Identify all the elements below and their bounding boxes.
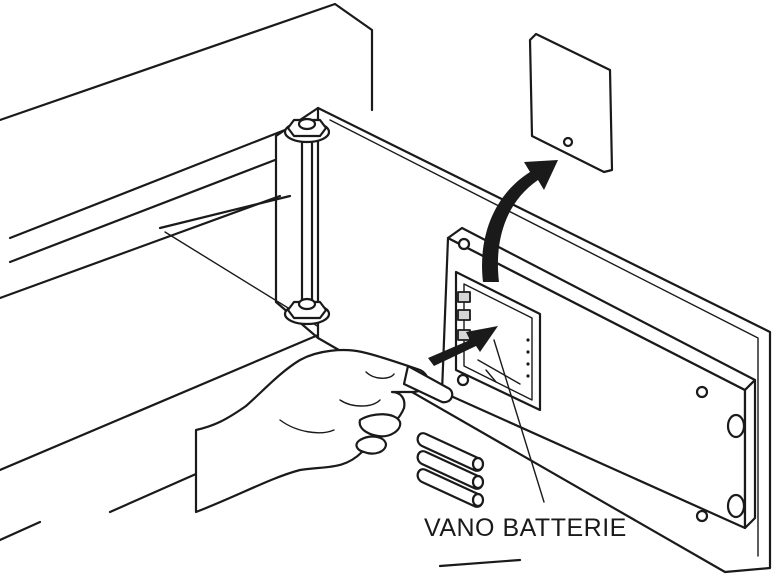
aa-battery-icon xyxy=(416,432,485,508)
hand-icon xyxy=(194,348,454,514)
hinge-bolt-icon xyxy=(283,117,331,326)
insert-arrow-icon xyxy=(428,326,498,366)
battery-cover-icon xyxy=(528,32,614,174)
curved-arrow-icon xyxy=(482,160,558,282)
battery-compartment-label: VANO BATTERIE xyxy=(424,514,627,542)
safe-body-icon xyxy=(0,2,522,568)
battery-compartment-icon xyxy=(454,270,542,412)
callout-pointer-line xyxy=(493,339,545,503)
